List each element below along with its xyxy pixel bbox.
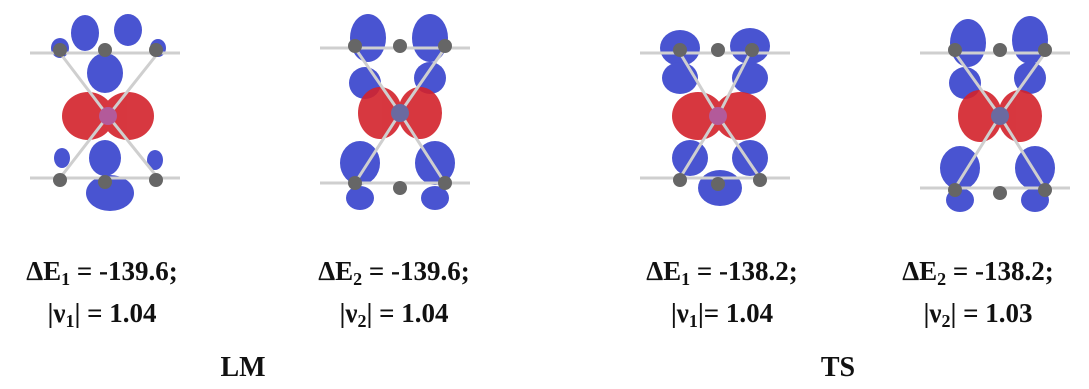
red-lobes — [62, 92, 154, 140]
delta-e-text: ΔE2 = -139.6; — [318, 256, 470, 289]
caption-lm-1: ΔE1 = -139.6; |ν1| = 1.04 — [0, 250, 212, 334]
delta-e-text: ΔE2 = -138.2; — [902, 256, 1054, 289]
nu-text: |ν1| = 1.04 — [47, 298, 157, 331]
delta-e-text: ΔE1 = -139.6; — [26, 256, 178, 289]
orbital-figure-ts-2 — [920, 8, 1070, 218]
nu-text: |ν2| = 1.03 — [923, 298, 1033, 331]
orbital-figure-lm-2 — [320, 8, 470, 218]
nu-text: |ν2| = 1.04 — [339, 298, 449, 331]
delta-e-text: ΔE1 = -138.2; — [646, 256, 798, 289]
nu-text: |ν1|= 1.04 — [670, 298, 774, 331]
caption-lm-2: ΔE2 = -139.6; |ν2| = 1.04 — [284, 250, 504, 334]
group-label-ts: TS — [820, 352, 856, 383]
atoms — [53, 43, 163, 189]
orbital-figure-lm-1 — [30, 8, 180, 218]
group-label-lm: LM — [220, 352, 266, 383]
caption-ts-2: ΔE2 = -138.2; |ν2| = 1.03 — [868, 250, 1088, 334]
orbital-figure-ts-1 — [640, 8, 790, 218]
caption-ts-1: ΔE1 = -138.2; |ν1|= 1.04 — [612, 250, 832, 334]
